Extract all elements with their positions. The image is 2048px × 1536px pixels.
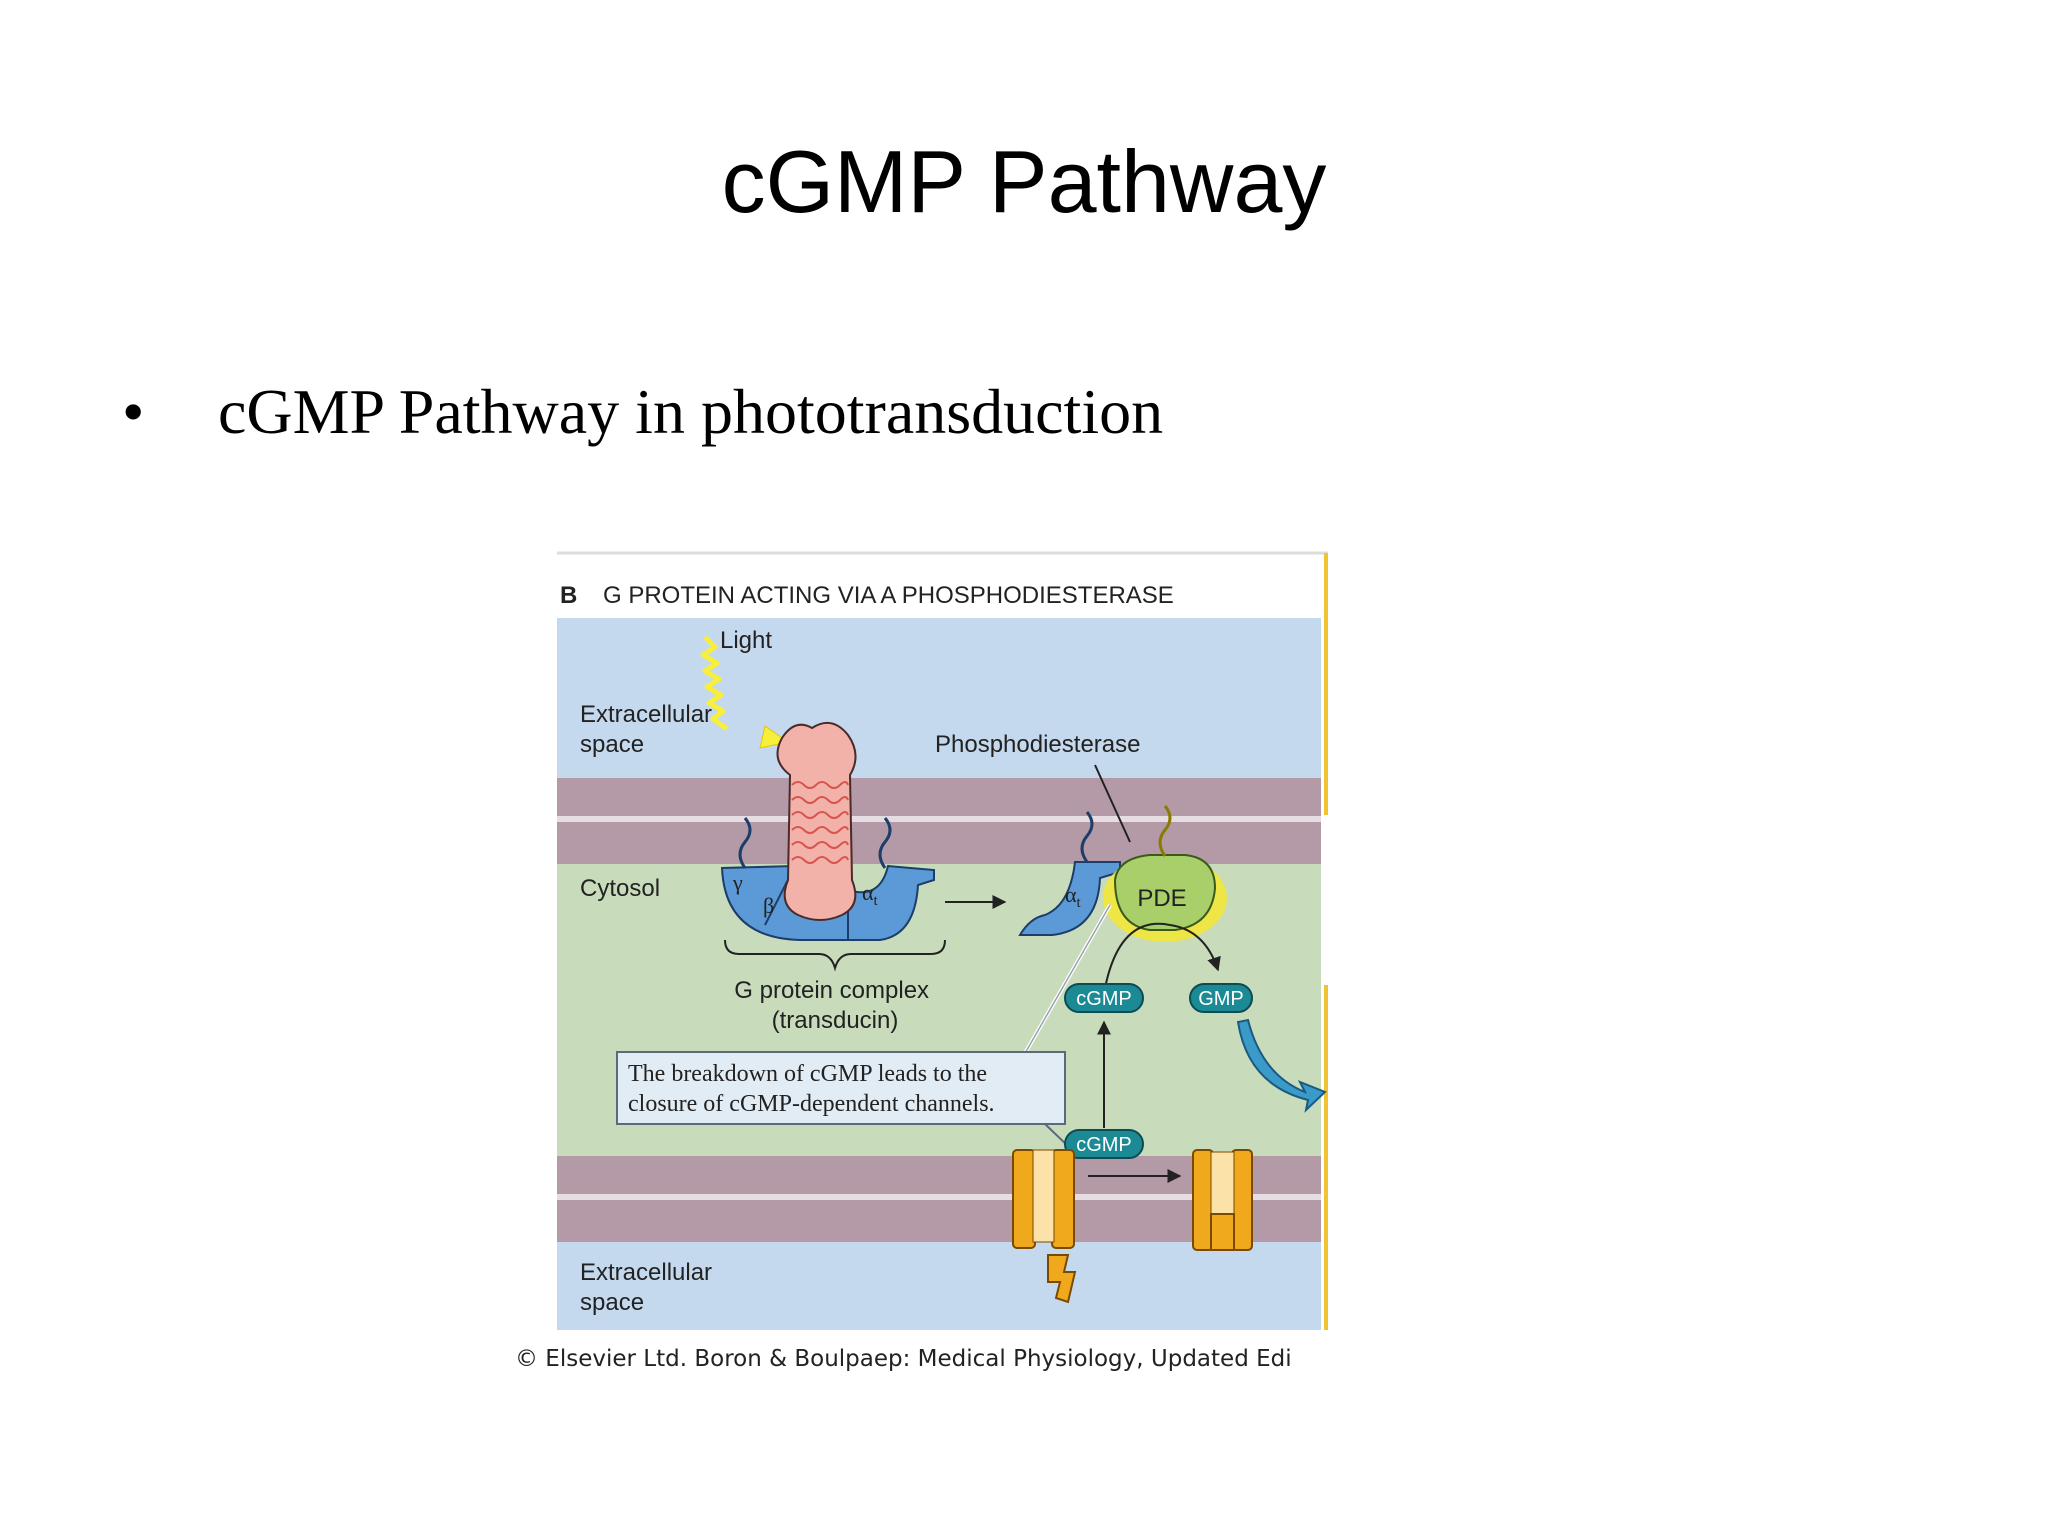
extracellular-region-top [557,618,1321,778]
alpha-t-label-left: αt [862,880,879,909]
light-ray-icon [700,635,729,732]
callout-text: The breakdown of cGMP leads to the closu… [628,1061,995,1117]
phosphodiesterase-label: Phosphodiesterase [935,731,1140,758]
gmp-pill [1189,983,1253,1013]
bullet-dot: • [122,376,145,447]
phosphodiesterase-leader [1094,764,1131,843]
bullet-text: cGMP Pathway in phototransduction [218,376,1164,447]
alpha-lipid-anchor [878,817,892,869]
panel-title: G PROTEIN ACTING VIA A PHOSPHODIESTERASE [603,582,1174,609]
cgmp-label-top: cGMP [1076,988,1132,1010]
outflow-arrow [1236,1018,1327,1113]
membrane-bottom-line [557,1194,1321,1200]
alpha-t-label-right: αt [1065,882,1082,911]
panel-letter: B [560,582,577,609]
callout-box [616,1051,1066,1125]
light-label: Light [720,627,772,654]
membrane-top-line [557,816,1321,822]
pde-callout-leader-core [1019,904,1111,1063]
activated-alpha-subunit [1018,861,1121,936]
cgmp-pill-bottom [1064,1129,1144,1159]
beta-label: β [763,893,774,918]
activated-alpha-lipid-anchor [1080,811,1094,863]
extracellular-label-top: Extracellular space [580,701,719,758]
g-protein-complex-label: G protein complex (transducin) [734,977,935,1034]
cgmp-pill-top [1064,983,1144,1013]
extracellular-region-bottom [557,1242,1321,1330]
pde-lipid-anchor [1158,805,1172,857]
cytosol-label: Cytosol [580,875,660,902]
gamma-label: γ [732,870,743,895]
gmp-label: GMP [1198,988,1244,1010]
receptor-helices [791,781,849,864]
gamma-lipid-anchor [738,817,752,869]
g-protein-alpha-subunit [847,864,935,941]
pde-label: PDE [1137,885,1186,912]
open-cgmp-channel [1012,1149,1077,1304]
cgmp-label-bottom: cGMP [1076,1134,1132,1156]
pde-enzyme [1113,854,1217,931]
extracellular-label-bottom: Extracellular space [580,1259,719,1316]
conversion-arrow [1104,922,1221,989]
g-protein-brace [724,939,946,972]
slide-title: cGMP Pathway [721,132,1327,231]
copyright-text: © Elsevier Ltd. Boron & Boulpaep: Medica… [515,1346,1292,1372]
closed-cgmp-channel [1192,1149,1253,1251]
rhodopsin-receptor [776,721,857,921]
